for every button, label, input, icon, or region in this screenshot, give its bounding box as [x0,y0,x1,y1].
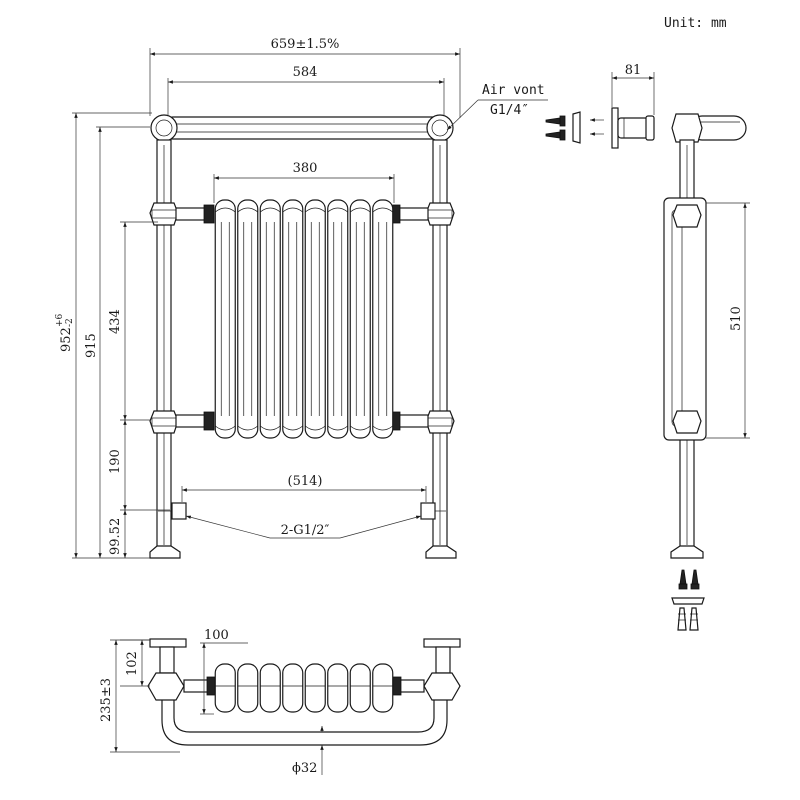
front-dimensions: 659±1.5% 584 380 (514) 952 +6 -2 915 [55,37,461,559]
plan-radiator-column [214,663,236,713]
air-vent-callout: Air vont G1/4″ [446,83,548,131]
radiator-column [214,199,236,439]
radiator-column [372,199,394,439]
dim-total-height: 952 [59,327,74,352]
dim-total-height-tol-upper: +6 [55,313,65,327]
plan-radiator-column [327,663,349,713]
floor-plate-icon [671,597,705,605]
top-rail [150,114,454,142]
radiator-column [282,199,304,439]
wall-plate-icon [572,111,581,144]
dim-plan-102: 102 [125,651,140,676]
dim-height-190: 190 [108,449,123,474]
right-valve [420,502,446,520]
dim-radiator-width: 380 [293,161,318,176]
plan-view: 102 235±3 100 ϕ32 [99,628,461,776]
plan-radiator-column [349,663,371,713]
radiator-column [237,199,259,439]
radiator-columns [214,199,394,439]
dim-overall-width: 659±1.5% [271,37,340,52]
dim-height-99-52: 99.52 [108,518,123,555]
front-view [149,114,457,559]
plan-radiator-column [259,663,281,713]
dim-tube-diameter: ϕ32 [292,761,317,776]
unit-label: Unit: mm [664,16,727,31]
plan-radiator-column [372,663,394,713]
screw-icon [678,569,700,590]
dim-height-434: 434 [108,309,123,334]
air-vent-parts: 81 [545,63,655,149]
left-upright [149,139,181,559]
bracket-side-icon [611,107,655,149]
plan-radiator-column [304,663,326,713]
left-valve [158,502,187,520]
dim-plan-100: 100 [204,628,229,643]
dim-rail-width: 584 [293,65,318,80]
plan-radiator-columns [214,663,394,713]
wall-plug-icon [677,607,699,631]
dim-total-height-tol-lower: -2 [65,318,75,327]
radiator-column [327,199,349,439]
radiator-column [304,199,326,439]
radiator-column [259,199,281,439]
side-view: 510 [663,113,750,559]
plan-radiator-column [282,663,304,713]
valve-callout: 2-G1/2″ [185,515,422,539]
floor-fixing-parts [671,569,705,631]
dim-height-915: 915 [84,333,99,358]
dim-valve-spacing: (514) [288,474,323,489]
dim-side-height: 510 [729,306,744,331]
air-vent-label: Air vont [482,83,545,98]
plan-radiator-column [237,663,259,713]
dim-side-depth: 81 [625,63,642,78]
dim-plan-depth: 235±3 [99,678,114,722]
right-upright [425,139,457,559]
radiator-column [349,199,371,439]
screw-icon [545,115,566,141]
air-vent-thread: G1/4″ [490,103,529,118]
valve-connection-label: 2-G1/2″ [281,523,330,538]
